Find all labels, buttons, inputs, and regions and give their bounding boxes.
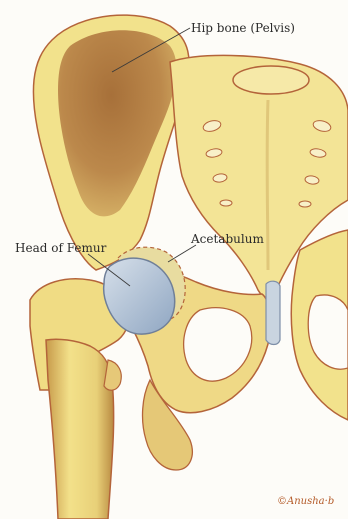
- label-hip-bone: Hip bone (Pelvis): [191, 22, 295, 34]
- artist-signature: ©Anusha·b: [277, 496, 334, 507]
- sacral-promontory: [233, 66, 309, 94]
- label-acetabulum: Acetabulum: [191, 233, 264, 245]
- femur-shaft: [46, 339, 114, 519]
- label-head-of-femur: Head of Femur: [15, 242, 106, 254]
- pubic-symphysis: [266, 281, 280, 344]
